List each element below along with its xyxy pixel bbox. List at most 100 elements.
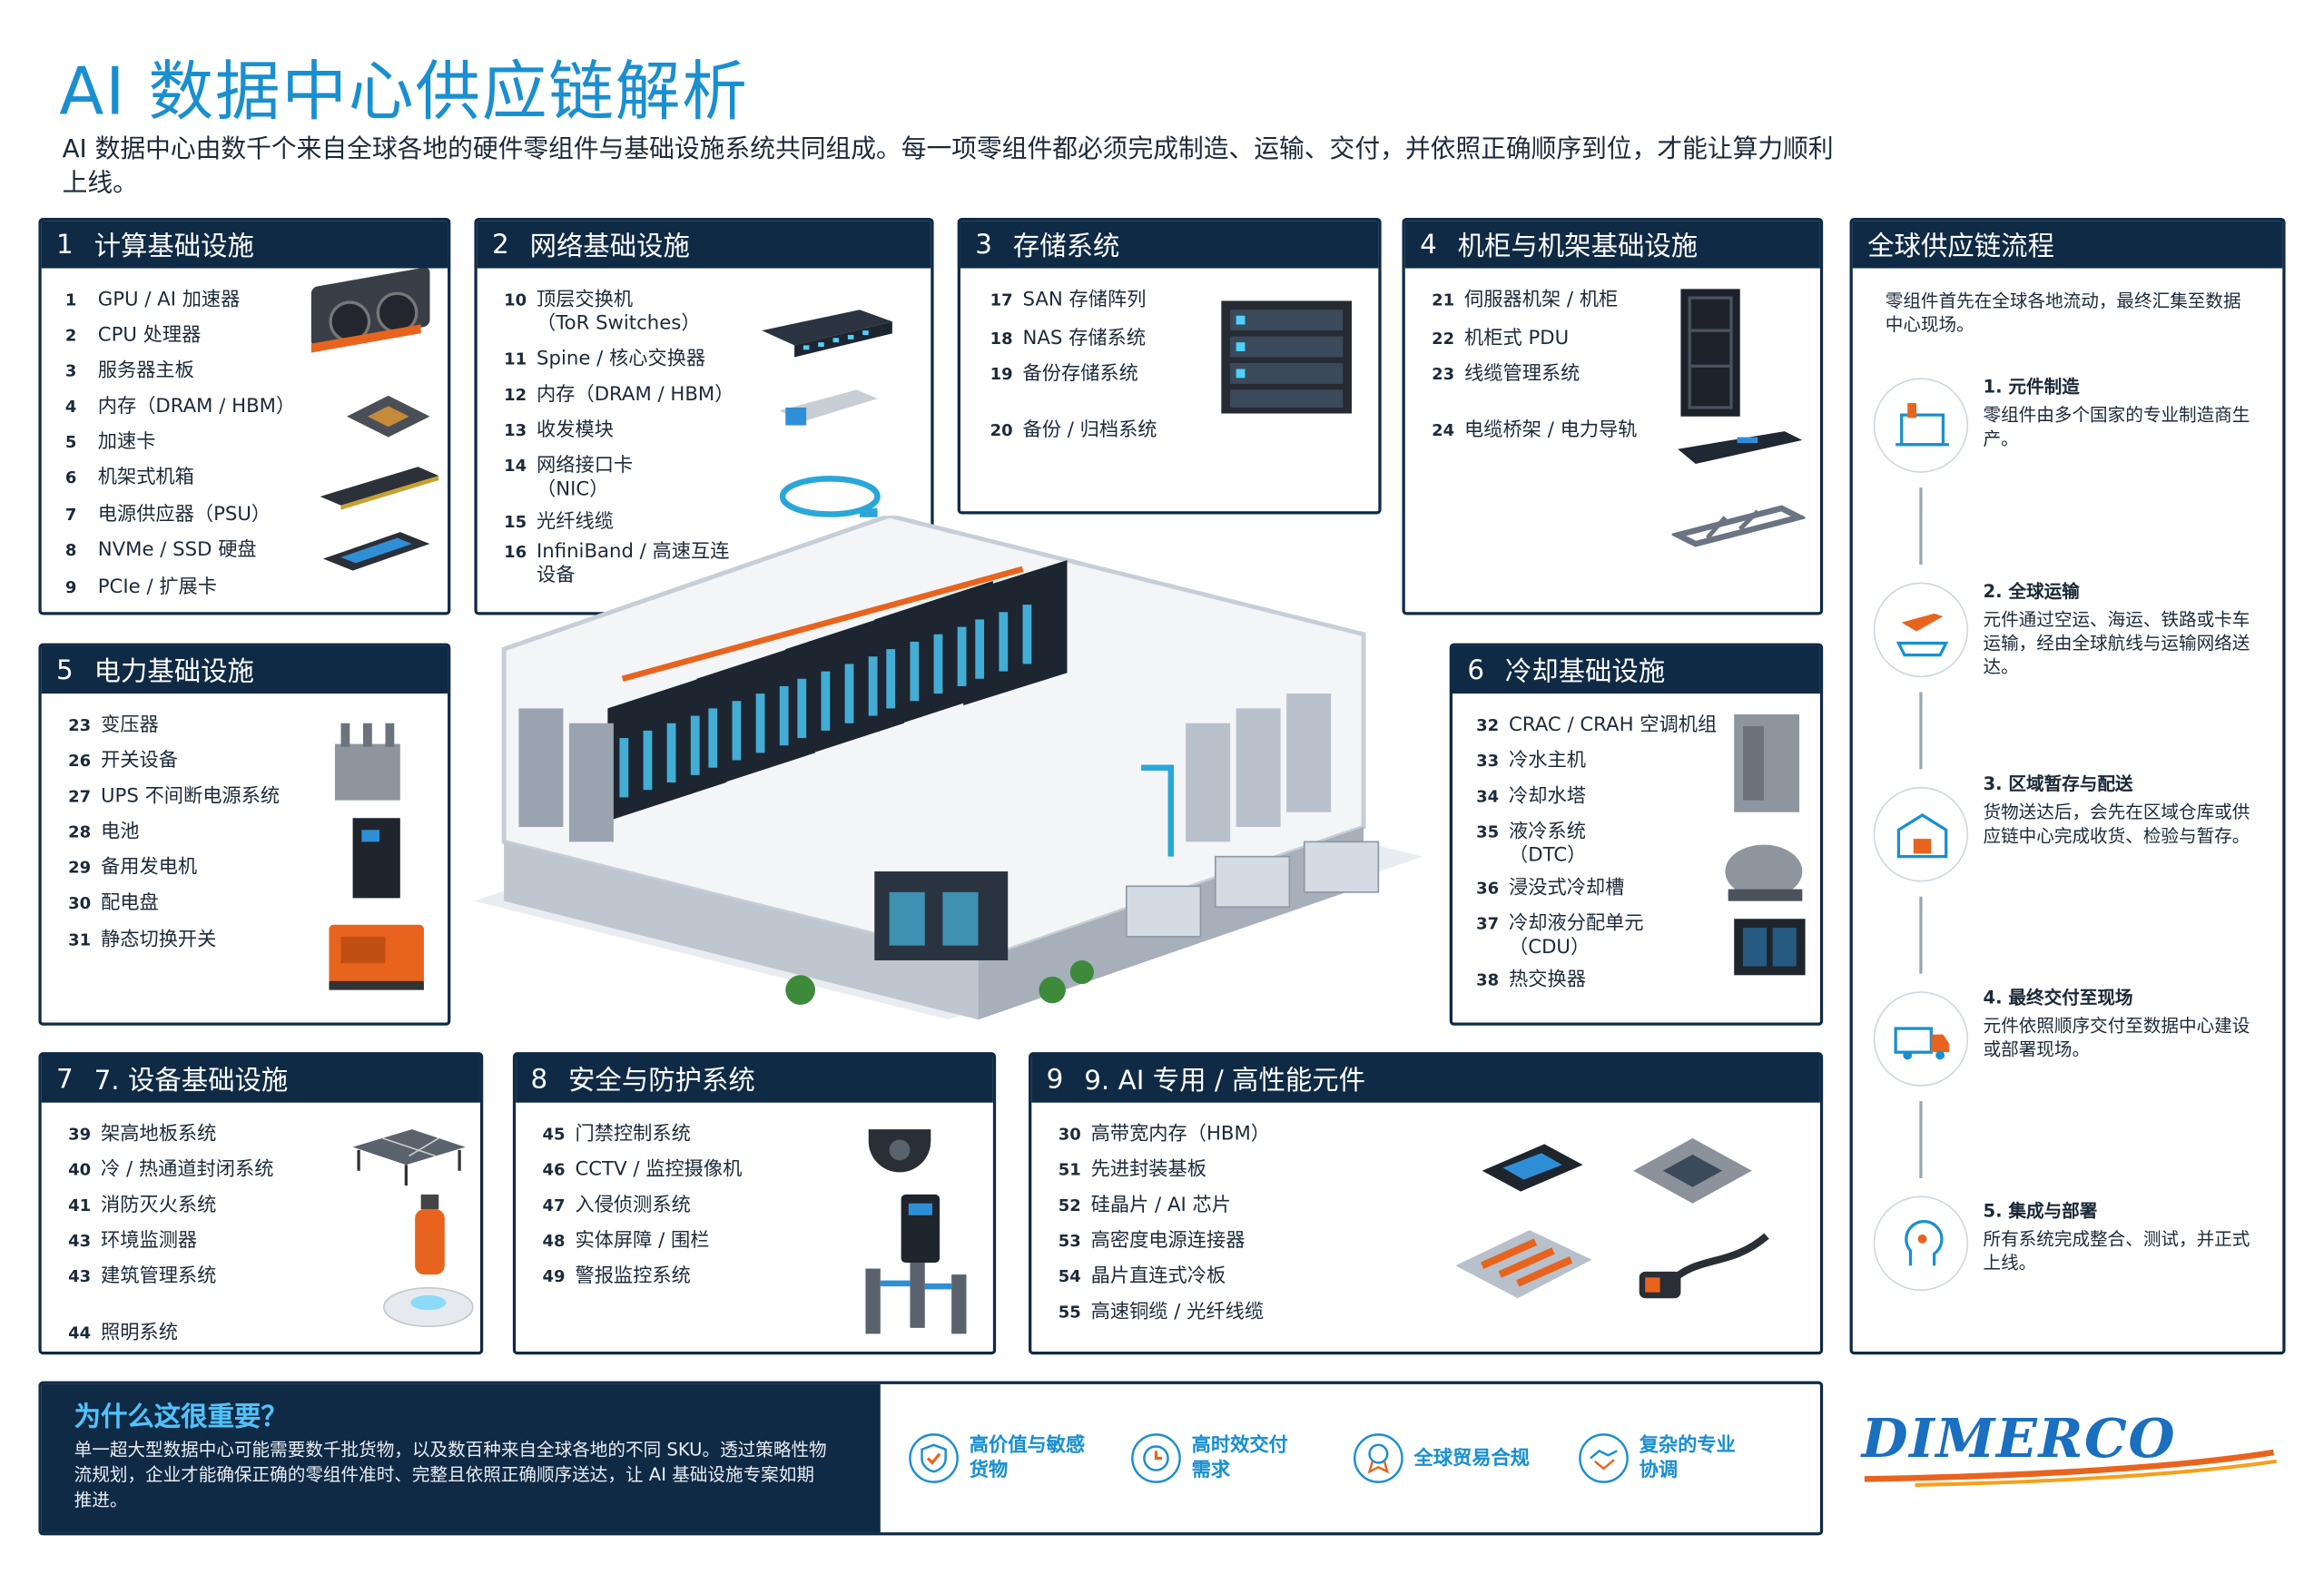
item-label: 光纤线缆 — [537, 511, 614, 534]
step-3-circle — [1873, 786, 1969, 882]
storage-array-icon — [1221, 300, 1352, 414]
item-label: CCTV / 监控摄像机 — [575, 1158, 743, 1182]
item-label: 机架式机箱 — [97, 467, 194, 489]
section-header: 3 存储系统 — [960, 221, 1379, 269]
why-title: 为什么这很重要？ — [74, 1402, 288, 1433]
item-label: 备用发电机 — [101, 856, 198, 880]
feature-label: 全球贸易合规 — [1413, 1447, 1530, 1470]
item-label: CRAC / CRAH 空调机组 — [1509, 713, 1718, 737]
shield-check-icon — [909, 1433, 959, 1483]
text: 所有系统完成整合、测试，并正式上线。 — [1983, 1228, 2250, 1274]
section-number: 8 — [530, 1063, 548, 1095]
flow-arrow — [1919, 487, 1923, 566]
why-left: 为什么这很重要？ 单一超大型数据中心可能需要数千批货物，以及数百种来自全球各地的… — [41, 1383, 881, 1533]
item-number: 46 — [542, 1160, 566, 1180]
flow-intro: 零组件首先在全球各地流动，最终汇集至数据中心现场。 — [1885, 290, 2241, 335]
item-label: 热交换器 — [1509, 969, 1586, 992]
item-label: 冷却液分配单元 — [1509, 912, 1644, 936]
item-number: 41 — [68, 1195, 92, 1215]
item-number: 22 — [1432, 329, 1455, 349]
item-label: 晶片直连式冷板 — [1090, 1265, 1226, 1288]
item-label: InfiniBand / 高速互连 — [537, 540, 730, 564]
step-title: 1. 元件制造 — [1983, 376, 2080, 398]
text: 存储系统 — [1012, 231, 1120, 262]
item-label: GPU / AI 加速器 — [97, 289, 241, 311]
step-1: 1. 元件制造零组件由多个国家的专业制造商生产。 — [1983, 375, 2259, 450]
item-label: SAN 存储阵列 — [1022, 289, 1147, 311]
text: 计算基础设施 — [94, 231, 254, 262]
item-number: 32 — [1476, 715, 1500, 735]
item-label: 门禁控制系统 — [575, 1123, 691, 1146]
brand-logo: DIMERCO — [1856, 1405, 2285, 1494]
item-number: 38 — [1476, 970, 1500, 990]
flow-arrow — [1919, 1101, 1923, 1178]
feature-3: 全球贸易合规 — [1352, 1431, 1530, 1485]
item-label: 设备 — [537, 565, 576, 587]
section-number: 3 — [975, 229, 992, 261]
item-label: 收发模块 — [537, 419, 614, 442]
item-label: PCIe / 扩展卡 — [97, 576, 218, 599]
item-number: 16 — [504, 542, 527, 562]
list-item: 46 CCTV / 监控摄像机 — [543, 1159, 743, 1183]
item-label: 高速铜缆 / 光纤线缆 — [1090, 1301, 1265, 1323]
chiller-icon — [1725, 844, 1803, 901]
turnstile-gate-icon — [865, 1263, 967, 1334]
handshake-icon — [1579, 1433, 1629, 1483]
flow-arrow — [1919, 896, 1923, 974]
item-number: 23 — [68, 715, 92, 735]
text: 冷却基础设施 — [1504, 656, 1666, 688]
flow-header: 全球供应链流程 — [1852, 221, 2283, 269]
item-label: 入侵侦测系统 — [575, 1194, 691, 1217]
item-number: 5 — [64, 432, 77, 452]
supply-chain-flow: 全球供应链流程 零组件首先在全球各地流动，最终汇集至数据中心现场。 1. 元件制… — [1849, 217, 2286, 1355]
item-label: 高带宽内存（HBM） — [1090, 1123, 1271, 1146]
feature-2: 高时效交付 需求 — [1129, 1431, 1288, 1485]
feature-label: 高价值与敏感 货物 — [969, 1434, 1086, 1482]
item-label: 照明系统 — [101, 1322, 178, 1344]
item-label: 电缆桥架 / 电力导轨 — [1464, 419, 1638, 442]
warehouse-icon — [1896, 813, 1948, 859]
text: 元件依照顺序交付至数据中心建设或部署现场。 — [1983, 1015, 2250, 1060]
item-number: 39 — [68, 1125, 92, 1145]
list-item: 36 浸没式冷却槽 — [1476, 878, 1624, 901]
page-title: AI 数据中心供应链解析 — [59, 54, 749, 131]
item-label: 架高地板系统 — [101, 1123, 217, 1146]
transceiver-icon — [779, 389, 878, 426]
item-number: 11 — [504, 349, 527, 369]
brand-swoosh — [1864, 1449, 2278, 1487]
item-number: 34 — [1476, 786, 1500, 807]
item-label: 内存（DRAM / HBM） — [537, 383, 734, 407]
item-label: 浸没式冷却槽 — [1509, 877, 1625, 900]
item-number: 36 — [1476, 879, 1500, 899]
fiber-cable-icon — [779, 476, 881, 517]
